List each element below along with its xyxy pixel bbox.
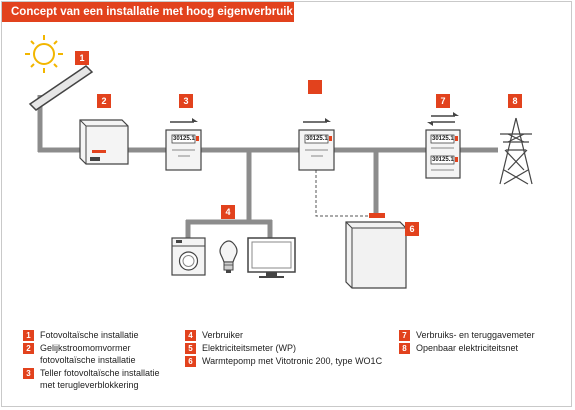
- legend-item-4: 4 Verbruiker: [185, 329, 372, 341]
- control-dashed-line: [315, 170, 372, 217]
- legend-item-7: 7 Verbruiks- en teruggavemeter: [399, 329, 571, 341]
- title-bar: Concept van een installatie met hoog eig…: [2, 2, 294, 22]
- light-bulb-icon: [219, 240, 238, 273]
- legend-number: 4: [185, 330, 196, 341]
- badge-3: 3: [179, 94, 193, 108]
- bidirectional-arrow-icon: [427, 112, 459, 126]
- legend-number: 2: [23, 343, 34, 354]
- legend-text: Openbaar elektriciteitsnet: [416, 343, 519, 353]
- page-title: Concept van een installatie met hoog eig…: [11, 6, 293, 18]
- legend-item-3: 3 Teller fotovoltaïsche installatie met …: [23, 367, 210, 391]
- legend-item-5: 5 Elektriciteitsmeter (WP): [185, 342, 372, 354]
- legend-text: Elektriciteitsmeter (WP): [202, 343, 297, 353]
- badge-4: 4: [221, 205, 235, 219]
- inverter-icon: [79, 119, 129, 165]
- meter-5-icon: [298, 129, 335, 171]
- badge-7: 7: [436, 94, 450, 108]
- legend-number: 8: [399, 343, 410, 354]
- meter-7-bottom-reading: 30125.1: [432, 157, 454, 163]
- washing-machine-icon: [171, 237, 206, 276]
- badge-5: [308, 80, 322, 94]
- legend-text: Warmtepomp met Vitotronic 200, type WO1C: [202, 356, 383, 366]
- legend-text: Verbruiks- en teruggavemeter: [416, 330, 535, 340]
- legend-number: 5: [185, 343, 196, 354]
- badge-6: 6: [405, 222, 419, 236]
- meter-5-reading: 30125.1: [306, 136, 328, 142]
- badge-8: 8: [508, 94, 522, 108]
- arrow-right-icon: [303, 118, 331, 123]
- meter-7-top-reading: 30125.1: [432, 136, 454, 142]
- heat-pump-icon: [345, 213, 407, 289]
- legend-text: Verbruiker: [202, 330, 244, 340]
- legend-number: 1: [23, 330, 34, 341]
- legend-item-2: 2 Gelijkstroomomvormer fotovoltaïsche in…: [23, 342, 210, 366]
- meter-3-reading: 30125.1: [173, 136, 195, 142]
- monitor-icon: [247, 237, 296, 278]
- meter-7-icon: [425, 129, 461, 179]
- badge-1: 1: [75, 51, 89, 65]
- arrow-right-icon: [170, 118, 198, 123]
- legend-item-8: 8 Openbaar elektriciteitsnet: [399, 342, 571, 354]
- legend-text: Fotovoltaïsche installatie: [40, 330, 139, 340]
- meter-3-icon: [165, 129, 202, 171]
- legend-item-6: 6 Warmtepomp met Vitotronic 200, type WO…: [185, 355, 402, 367]
- pylon-icon: [499, 117, 533, 185]
- legend-number: 7: [399, 330, 410, 341]
- legend-text: Gelijkstroomomvormer fotovoltaïsche inst…: [40, 343, 136, 365]
- legend-number: 3: [23, 368, 34, 379]
- legend-text: Teller fotovoltaïsche installatie met te…: [40, 368, 160, 390]
- badge-2: 2: [97, 94, 111, 108]
- solar-panel-icon: [28, 65, 94, 111]
- legend-number: 6: [185, 356, 196, 367]
- legend-item-1: 1 Fotovoltaïsche installatie: [23, 329, 210, 341]
- sun-icon: [25, 35, 63, 73]
